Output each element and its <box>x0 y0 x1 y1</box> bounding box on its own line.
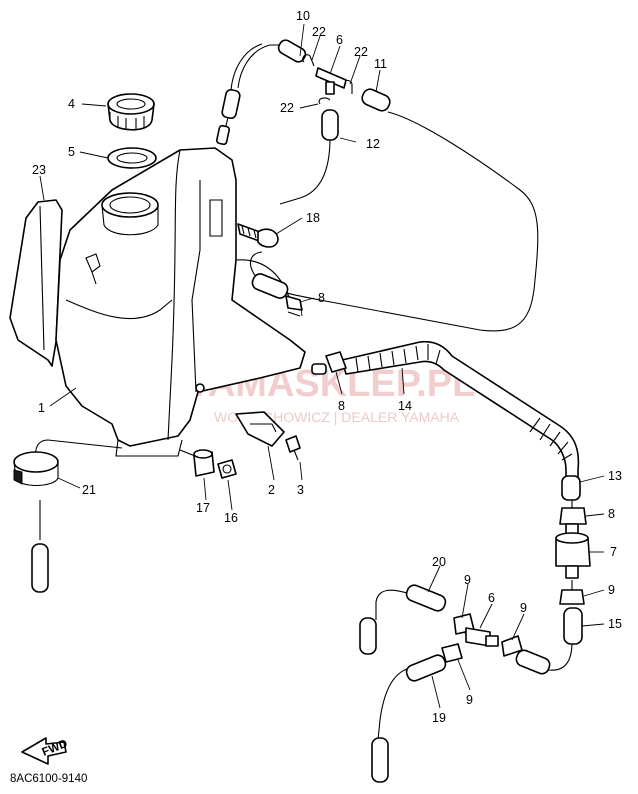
callout-3: 3 <box>297 483 304 497</box>
callout-7: 7 <box>610 545 617 559</box>
callout-9: 9 <box>520 601 527 615</box>
callout-6: 6 <box>488 591 495 605</box>
watermark-dealer: WOJTECHOWICZ | DEALER YAMAHA <box>214 409 460 425</box>
callout-15: 15 <box>608 617 622 631</box>
hose-21-bottom <box>31 543 49 593</box>
callout-1: 1 <box>38 401 45 415</box>
fuel-filter-7 <box>555 523 591 579</box>
callout-23: 23 <box>32 163 46 177</box>
callout-9: 9 <box>608 583 615 597</box>
lower-tee-assembly <box>359 584 551 783</box>
callout-9: 9 <box>464 573 471 587</box>
vent-hose-pieces <box>215 39 391 146</box>
callout-4: 4 <box>68 97 75 111</box>
callout-22: 22 <box>312 25 326 39</box>
clamp-8-lower <box>559 507 587 525</box>
hose-clamp-8-upper <box>251 273 303 317</box>
callout-13: 13 <box>608 469 622 483</box>
fitting-17 <box>193 449 215 477</box>
clamp-9-right <box>559 589 585 605</box>
hose-15 <box>563 607 583 645</box>
callout-10: 10 <box>296 9 310 23</box>
callout-8: 8 <box>338 399 345 413</box>
callout-11: 11 <box>374 57 387 71</box>
callout-16: 16 <box>224 511 238 525</box>
hose-13 <box>561 475 581 501</box>
callout-17: 17 <box>196 501 210 515</box>
callout-2: 2 <box>268 483 275 497</box>
callout-22: 22 <box>354 45 368 59</box>
callout-8: 8 <box>318 291 325 305</box>
screw-3 <box>285 435 301 461</box>
fuel-tank-1 <box>55 147 306 457</box>
callout-22: 22 <box>280 101 294 115</box>
callout-5: 5 <box>68 145 75 159</box>
callout-18: 18 <box>306 211 320 225</box>
leader-lines <box>39 23 605 709</box>
callout-19: 19 <box>432 711 446 725</box>
hose-lines <box>34 43 573 741</box>
forward-arrow-icon: FWD <box>21 737 69 765</box>
diagram-code: 8AC6100-9140 <box>10 773 87 785</box>
side-panel-23 <box>9 199 63 367</box>
callout-21: 21 <box>82 483 96 497</box>
callout-6: 6 <box>336 33 343 47</box>
tank-cap-4 <box>107 93 155 131</box>
bracket-2 <box>195 383 285 447</box>
callout-8: 8 <box>608 507 615 521</box>
callout-9: 9 <box>466 693 473 707</box>
callout-labels: 10 22 6 22 11 4 22 12 5 23 18 8 1 8 14 2… <box>32 9 622 725</box>
bolt-18 <box>237 223 279 248</box>
nut-16 <box>217 459 237 479</box>
clamp-21 <box>13 451 59 487</box>
callout-20: 20 <box>432 555 446 569</box>
callout-12: 12 <box>366 137 380 151</box>
gasket-5 <box>107 147 157 169</box>
callout-14: 14 <box>398 399 412 413</box>
